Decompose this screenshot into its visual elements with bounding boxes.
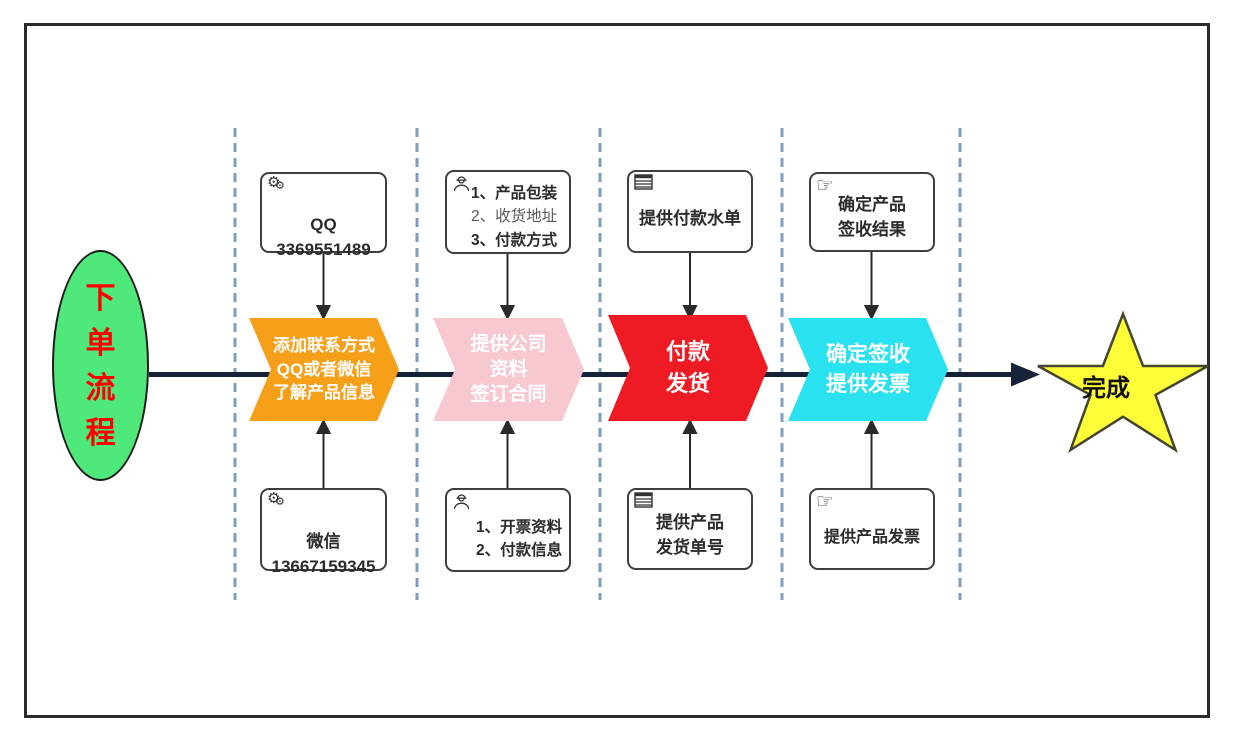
- chevron-label-line: 付款: [665, 339, 710, 365]
- gears-icon: ⚙⚙: [267, 490, 285, 508]
- chevron-label-line: 资料: [489, 358, 528, 380]
- main-flow-arrowhead-icon: [1011, 362, 1040, 387]
- table-icon: [634, 492, 654, 513]
- info-box-order-details: 1、产品包装 2、收货地址 3、付款方式: [445, 170, 571, 254]
- info-box-line: 3、付款方式: [471, 231, 558, 249]
- chevron-label-line: 提供发票: [826, 372, 910, 396]
- info-box-line: 提供产品: [656, 512, 724, 532]
- info-box-line: 2、收货地址: [471, 208, 558, 226]
- worker-icon: [452, 174, 471, 197]
- chevron-label-line: 确定签收: [826, 342, 910, 366]
- info-box-wechat: ⚙⚙ 微信 13667159345: [260, 488, 387, 576]
- info-box-line: 3369551489: [276, 239, 371, 259]
- pointing-hand-icon: ☞: [816, 491, 834, 513]
- table-icon: [634, 174, 654, 195]
- finish-node-label: 完成: [1082, 375, 1130, 402]
- diagram-border: [24, 23, 1210, 718]
- info-box-line: 确定产品: [838, 194, 906, 214]
- info-box-payment-slip: 提供付款水单: [627, 170, 753, 253]
- info-box-line: 提供产品发票: [823, 528, 920, 546]
- info-box-line: 微信: [306, 531, 341, 551]
- info-box-line: 发货单号: [656, 537, 724, 557]
- start-node-char: 流: [85, 371, 116, 405]
- start-node: 下 单 流 程: [52, 250, 149, 481]
- chevron-label-line: 了解产品信息: [273, 383, 375, 403]
- bottom-connector-arrows: [315, 418, 880, 488]
- finish-star-shape: [1037, 310, 1209, 454]
- start-node-char: 单: [85, 326, 116, 360]
- info-box-line: 1、开票资料: [476, 519, 563, 536]
- info-box-invoice-info: 1、开票资料 2、付款信息: [445, 488, 571, 572]
- chevron-stage-company-info: 提供公司 资料 签订合同: [433, 318, 584, 421]
- info-box-product-invoice: ☞ 提供产品发票: [809, 488, 935, 570]
- start-node-char: 程: [85, 416, 116, 450]
- chevron-label-line: 签订合同: [470, 384, 547, 406]
- top-connector-arrows: [315, 252, 880, 321]
- chevron-stage-contact: 添加联系方式 QQ或者微信 了解产品信息: [249, 318, 399, 421]
- info-box-line: 2、付款信息: [476, 542, 563, 560]
- chevron-label-line: 提供公司: [470, 333, 547, 355]
- info-box-shipping-number: 提供产品 发货单号: [627, 488, 753, 570]
- chevron-label-line: QQ或者微信: [276, 359, 372, 379]
- info-box-line: QQ: [310, 214, 337, 234]
- info-box-line: 签收结果: [838, 219, 906, 239]
- info-box-line: 1、产品包装: [471, 185, 558, 202]
- chevron-label-line: 发货: [665, 371, 710, 396]
- chevron-stage-payment-shipping: 付款 发货: [608, 315, 768, 421]
- info-box-line: 提供付款水单: [639, 208, 741, 228]
- lane-divider-lines: [233, 128, 962, 600]
- info-box-qq: ⚙⚙ QQ 3369551489: [260, 172, 387, 259]
- pointing-hand-icon: ☞: [816, 175, 834, 197]
- info-box-receipt-result: ☞ 确定产品 签收结果: [809, 172, 935, 252]
- chevron-label-line: 添加联系方式: [273, 336, 375, 356]
- gears-icon: ⚙⚙: [267, 174, 285, 192]
- start-node-char: 下: [85, 281, 116, 315]
- chevron-stage-receipt-invoice: 确定签收 提供发票: [788, 318, 948, 421]
- info-box-line: 13667159345: [271, 556, 376, 576]
- worker-icon: [452, 492, 471, 515]
